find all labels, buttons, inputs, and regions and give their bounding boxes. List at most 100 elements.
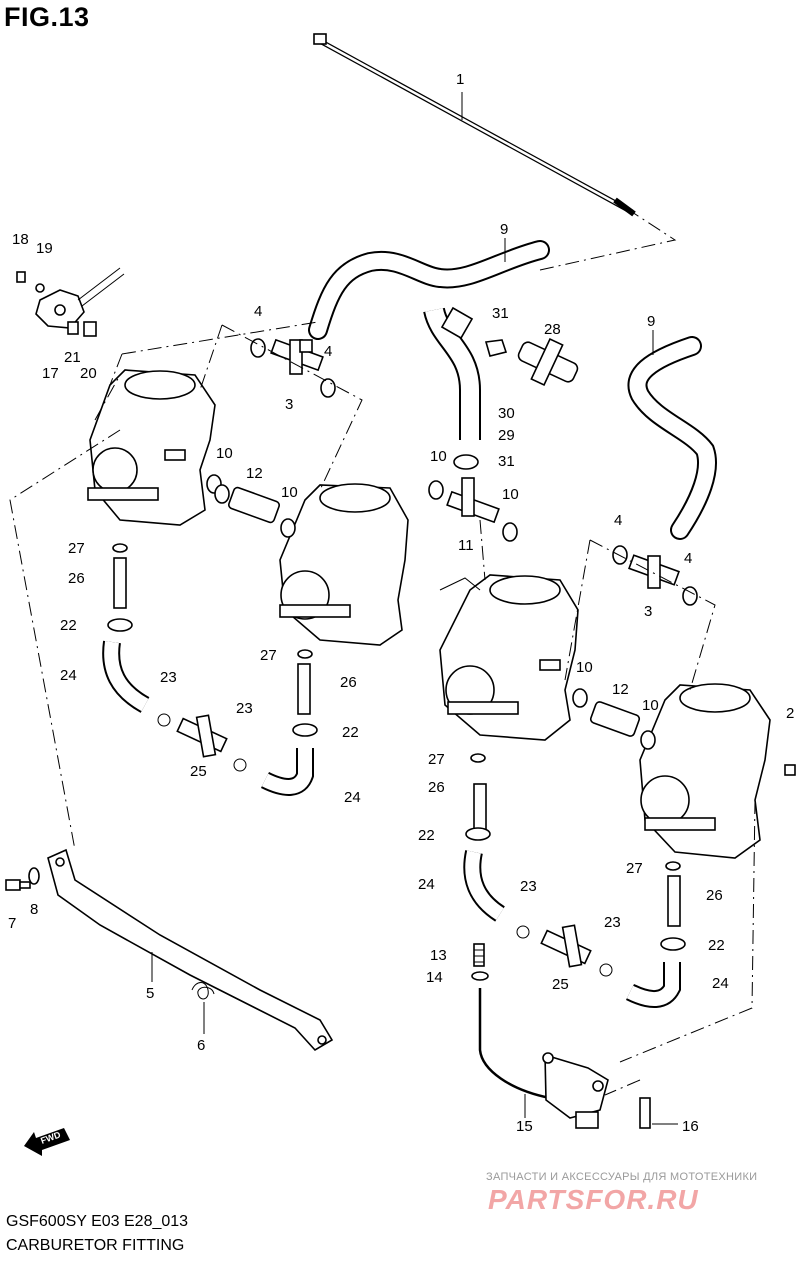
figure-title: FIG.13 [4,2,90,32]
callout-12: 12 [612,681,629,698]
callout-26: 26 [428,779,445,796]
callout-22: 22 [60,617,77,634]
callout-4: 4 [684,550,692,567]
callout-27: 27 [428,751,445,768]
callout-4: 4 [254,303,262,320]
callout-3: 3 [644,603,652,620]
part-5-bracket [47,848,334,1052]
part-14-washer [471,971,489,981]
callout-24: 24 [60,667,77,684]
callout-13: 13 [430,947,447,964]
part-9-hose-upper [308,238,550,340]
callout-2: 2 [786,705,794,722]
callout-8: 8 [30,901,38,918]
callout-24: 24 [418,876,435,893]
callout-11: 11 [458,537,474,554]
callout-25: 25 [552,976,569,993]
callout-26: 26 [68,570,85,587]
callout-10: 10 [502,486,519,503]
part-1-rod [313,33,636,217]
part-28-valve [517,338,579,386]
part-8-washer [28,867,40,885]
callout-29: 29 [498,427,515,444]
carburetor-3 [439,574,579,741]
part-3-tee-right [628,554,680,589]
part-22-clamps [107,618,686,951]
callout-26: 26 [340,674,357,691]
carburetor-1 [87,369,216,526]
callout-31: 31 [492,305,509,322]
callout-22: 22 [708,937,725,954]
callout-12: 12 [246,465,263,482]
callout-3: 3 [285,396,293,413]
part-3-tee-left [270,338,324,375]
callout-15: 15 [516,1118,533,1135]
part-31-clamps [453,339,508,470]
callout-7: 7 [8,915,16,932]
callout-20: 20 [80,365,97,382]
part-12-spacer-lower [589,701,641,737]
part-13-spring [473,943,485,967]
callout-24: 24 [344,789,361,806]
callout-14: 14 [426,969,443,986]
reference-lines [9,211,756,1096]
carburetor-2 [279,483,409,646]
watermark-brand: PARTSFOR.RU [488,1184,699,1215]
callout-10: 10 [430,448,447,465]
callout-22: 22 [342,724,359,741]
callout-27: 27 [68,540,85,557]
part-16-bolt [639,1097,678,1129]
callout-23: 23 [160,669,177,686]
part-12-spacer-upper [228,486,280,524]
part-6-spring [191,982,215,1034]
callout-23: 23 [604,914,621,931]
callout-16: 16 [682,1118,699,1135]
callout-5: 5 [146,985,154,1002]
callout-26: 26 [706,887,723,904]
callout-1: 1 [456,71,464,88]
callout-25: 25 [190,763,207,780]
part-30-hose [423,306,481,440]
callout-31: 31 [498,453,515,470]
callout-22: 22 [418,827,435,844]
callout-10: 10 [216,445,233,462]
callout-27: 27 [260,647,277,664]
callout-27: 27 [626,860,643,877]
callout-19: 19 [36,240,53,257]
callout-4: 4 [614,512,622,529]
callout-9: 9 [500,221,508,238]
callout-23: 23 [520,878,537,895]
callout-18: 18 [12,231,29,248]
callout-10: 10 [281,484,298,501]
callout-30: 30 [498,405,515,422]
callout-28: 28 [544,321,561,338]
part-24-hoses [102,640,681,1008]
diagram-caption: CARBURETOR FITTING [6,1237,185,1254]
callout-6: 6 [197,1037,205,1054]
part-25-tee-left [176,714,228,758]
callout-21: 21 [64,349,81,366]
part-27-washers [112,543,681,871]
part-11-tee [446,477,500,524]
part-7-bolt [5,879,31,891]
part-26-fittings [113,557,681,927]
callout-4: 4 [324,343,332,360]
callout-labels: 1 9 9 18 19 17 21 20 4 4 3 31 28 30 29 3… [8,71,794,1135]
model-code: GSF600SY E03 E28_013 [6,1213,189,1230]
fwd-arrow-icon: FWD [24,1128,70,1156]
watermark-tagline: ЗАПЧАСТИ И АКСЕССУАРЫ ДЛЯ МОТОТЕХНИКИ [486,1171,758,1183]
callout-24: 24 [712,975,729,992]
part-9-hose-right [627,330,717,540]
part-25-tee-right [540,924,592,968]
part-15-cable-bracket [478,988,609,1129]
callout-17: 17 [42,365,59,382]
callout-10: 10 [576,659,593,676]
callout-9: 9 [647,313,655,330]
carburetor-4 [639,683,796,859]
part-23-clips [157,713,613,977]
o-rings [206,338,698,750]
callout-10: 10 [642,697,659,714]
part-17-sensor-bracket [16,267,125,337]
callout-23: 23 [236,700,253,717]
